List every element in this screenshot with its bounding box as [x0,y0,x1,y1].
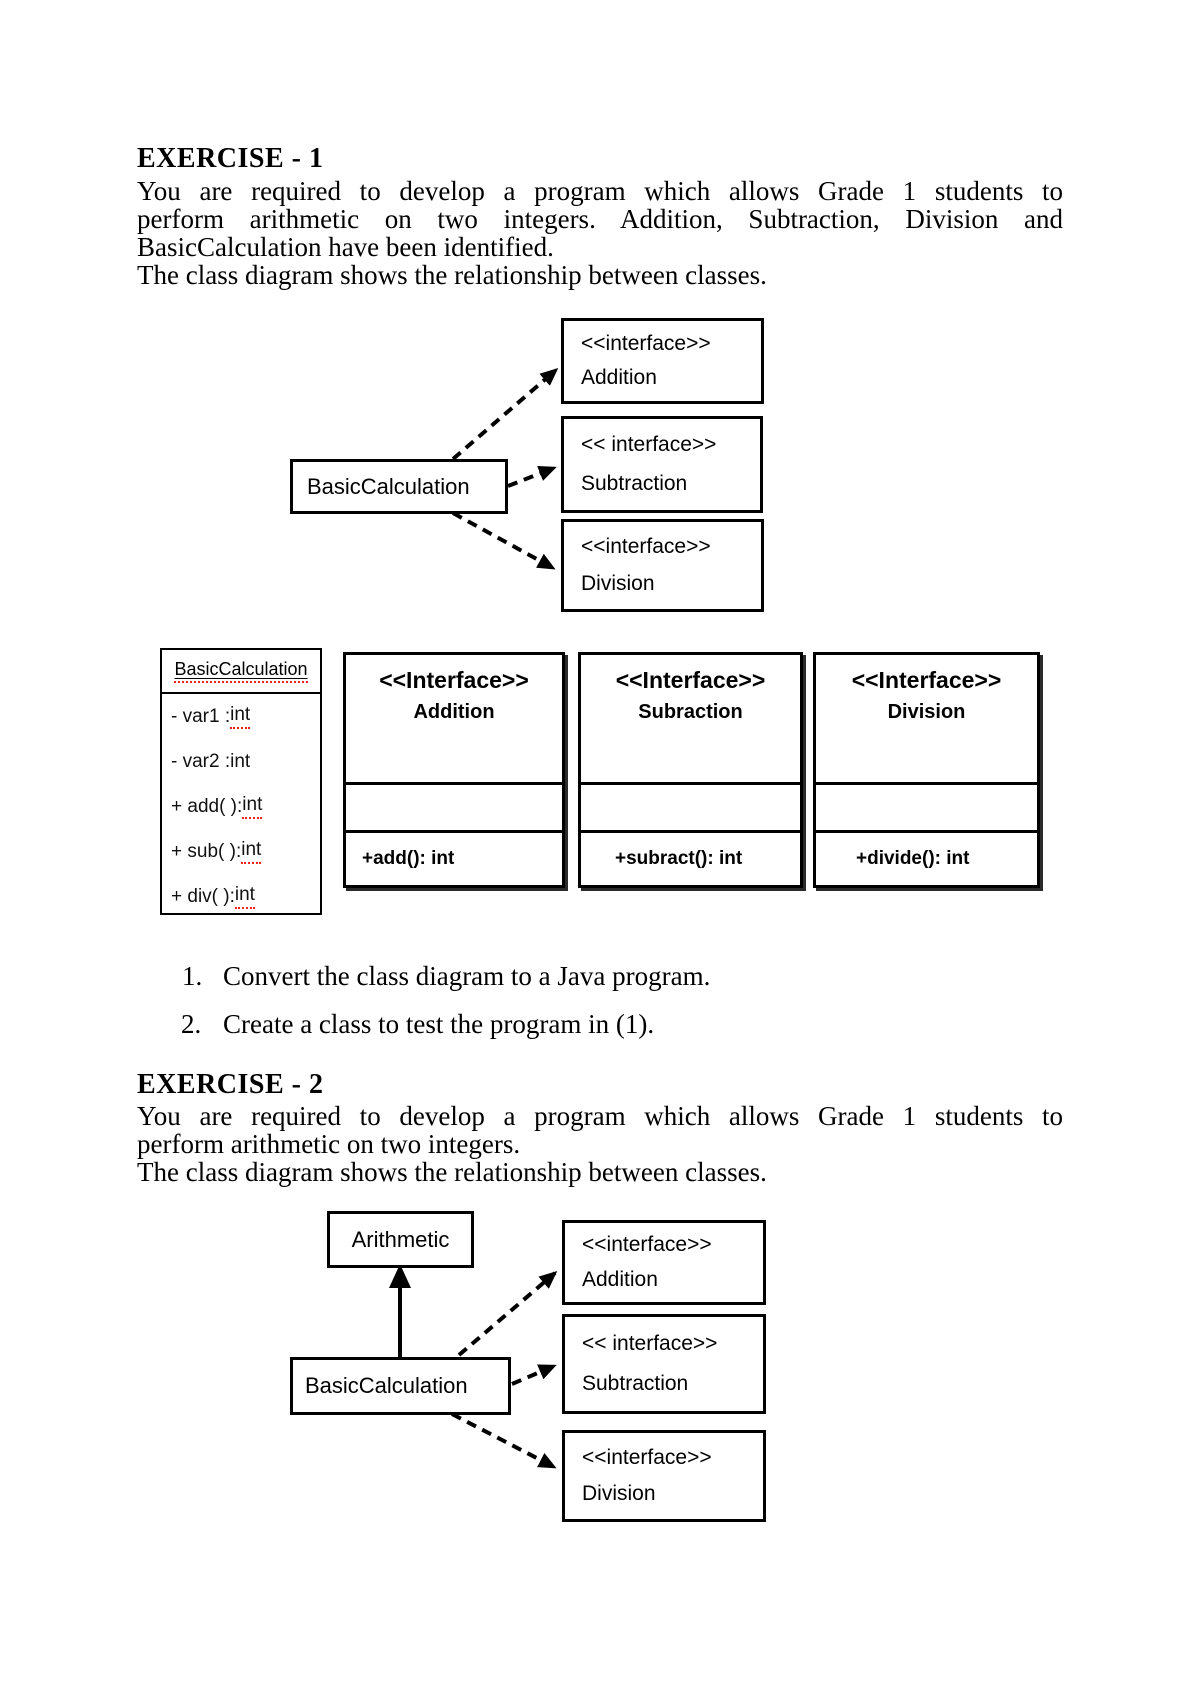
task-text: Create a class to test the program in (1… [223,1009,655,1039]
uml-class-box-detail-basiccalculation: BasicCalculation - var1 : int - var2 : i… [160,648,322,915]
method-label: +subract(): int [615,848,743,869]
stereotype-label: <<interface>> [581,535,711,558]
method-row: + add( ): int [162,784,320,829]
attribute-type: int [230,704,251,729]
attribute-compartment-empty [581,782,800,830]
uml-interface-box-division: <<interface>> Division [562,1430,766,1522]
uml-interface-detail-addition: <<Interface>> Addition +add(): int [343,652,565,888]
paragraph-line: The class diagram shows the relationship… [137,260,767,290]
method-compartment: +divide(): int [816,830,1037,885]
interface-name-label: Subtraction [581,471,688,495]
interface-name-label: Division [581,572,655,595]
uml-interface-detail-division: <<Interface>> Division +divide(): int [813,652,1040,888]
dependency-arrow-division [451,1412,557,1469]
method-label: +divide(): int [856,848,970,869]
dependency-arrow-addition [457,1271,558,1357]
interface-title-compartment: <<Interface>> Addition [346,655,562,782]
uml-class-box-basiccalculation: BasicCalculation [290,459,508,514]
attribute-compartment-empty [816,782,1037,830]
exercise2-heading: EXERCISE - 2 [137,1069,324,1100]
task-text: Convert the class diagram to a Java prog… [223,961,711,991]
method-type: int [242,794,263,819]
interface-title-compartment: <<Interface>> Subraction [581,655,800,782]
stereotype-label: <<interface>> [581,331,711,355]
method-type: int [234,884,255,909]
stereotype-label: <<interface>> [582,1445,712,1469]
class-name-label: BasicCalculation [305,1373,468,1398]
stereotype-label: << interface>> [581,433,717,457]
method-label: +add(): int [362,848,455,869]
stereotype-label: << interface>> [582,1332,718,1356]
method-type: int [241,839,262,864]
stereotype-label: <<Interface>> [851,667,1002,693]
attribute-text: - var1 : [171,705,231,727]
stereotype-label: <<interface>> [582,1233,712,1257]
class-title-label: BasicCalculation [174,659,308,683]
interface-name-label: Division [887,701,966,723]
interface-name-label: Subtraction [582,1371,689,1395]
attribute-text: - var2 : [171,750,231,772]
paragraph-line: The class diagram shows the relationship… [137,1157,767,1187]
exercise1-heading: EXERCISE - 1 [137,143,324,174]
interface-name-label: Division [582,1482,656,1506]
stereotype-label: <<Interface>> [615,667,766,693]
paragraph-line: BasicCalculation have been identified. [137,232,554,262]
uml-class-box-arithmetic: Arithmetic [327,1211,474,1268]
method-row: + sub( ): int [162,829,320,874]
uml-interface-box-subtraction: << interface>> Subtraction [561,416,763,513]
method-text: + sub( ): [171,840,242,862]
attribute-row: - var2 : int [162,739,320,784]
task-number: 2. [181,1009,202,1039]
paragraph-line: perform arithmetic on two integers. [137,1129,521,1159]
interface-title-compartment: <<Interface>> Division [816,655,1037,782]
class-title: BasicCalculation [162,650,320,694]
method-compartment: +add(): int [346,830,562,885]
generalization-arrowhead [389,1264,411,1288]
uml-interface-box-addition: <<interface>> Addition [561,318,764,404]
attribute-compartment-empty [346,782,562,830]
dependency-arrows-diagram1 [451,368,559,570]
uml-class-box-basiccalculation: BasicCalculation [290,1357,511,1415]
paragraph-line: perform arithmetic on two integers. Addi… [137,204,1063,234]
class-name-label: BasicCalculation [307,473,470,499]
method-compartment: +subract(): int [581,830,800,885]
stereotype-label: <<Interface>> [379,667,529,693]
attribute-row: - var1 : int [162,694,320,739]
interface-name-label: Addition [582,1267,658,1291]
interface-name-label: Addition [413,701,495,723]
dependency-arrow-subtraction [507,466,557,488]
uml-interface-box-division: <<interface>> Division [561,519,764,612]
arrows-diagram2 [389,1264,558,1469]
task-number: 1. [182,961,203,991]
paragraph-line: You are required to develop a program wh… [137,176,1063,206]
interface-name-label: Subraction [638,701,743,723]
uml-interface-box-addition: <<interface>> Addition [562,1220,766,1305]
attribute-type: int [230,750,251,772]
method-row: + div( ): int [162,874,320,919]
dependency-arrow-division [452,511,556,570]
uml-interface-box-subtraction: << interface>> Subtraction [562,1314,766,1414]
method-text: + add( ): [171,795,243,817]
paragraph-line: You are required to develop a program wh… [137,1101,1063,1131]
uml-interface-detail-subraction: <<Interface>> Subraction +subract(): int [578,652,803,888]
method-text: + div( ): [171,885,235,907]
dependency-arrow-subtraction [511,1364,557,1386]
class-name-label: Arithmetic [351,1226,450,1252]
dependency-arrow-addition [451,368,559,461]
interface-name-label: Addition [581,366,657,390]
